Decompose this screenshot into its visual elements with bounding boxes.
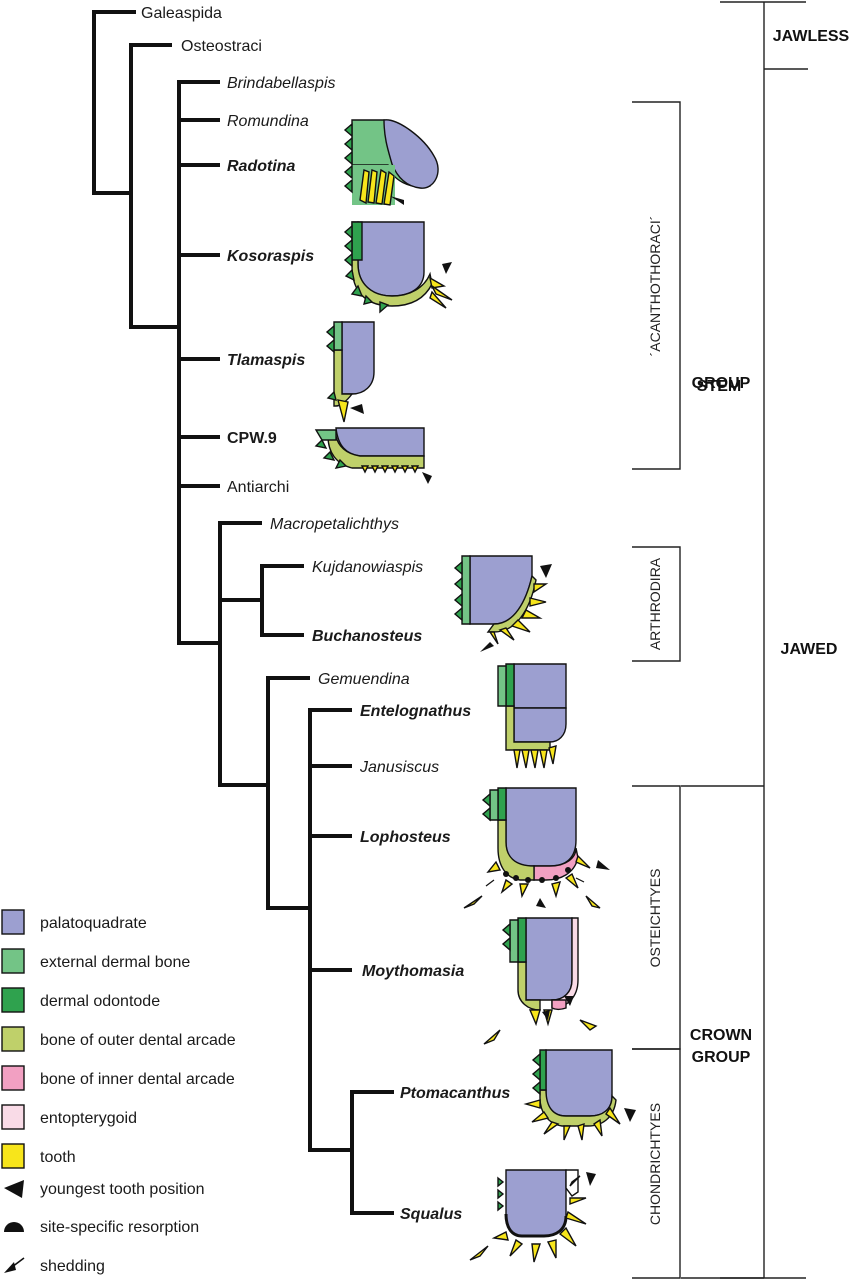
jaw-buchanosteus xyxy=(453,555,552,652)
taxon-janusiscus: Janusiscus xyxy=(359,759,439,776)
taxon-radotina: Radotina xyxy=(227,158,296,175)
jaw-lophosteus xyxy=(463,787,610,909)
bracket-acanthothoraci xyxy=(632,101,681,470)
bracket-chondrichtyes xyxy=(632,1048,681,1279)
legend-label-palatoquadrate: palatoquadrate xyxy=(40,915,147,932)
half-disc-icon xyxy=(4,1222,24,1232)
taxon-moythomasia: Moythomasia xyxy=(362,963,464,980)
taxon-galeaspida: Galeaspida xyxy=(141,5,222,22)
legend-swatch-external-dermal-bone xyxy=(1,948,25,974)
taxon-kujdanowiaspis: Kujdanowiaspis xyxy=(312,559,423,576)
legend-label-dermal-odontode: dermal odontode xyxy=(40,993,160,1010)
jaw-squalus xyxy=(469,1169,596,1263)
legend-label-resorption: site-specific resorption xyxy=(40,1219,199,1236)
jaw-kosoraspis xyxy=(343,221,453,314)
legend-swatch-inner-dental-arcade xyxy=(1,1065,25,1091)
legend-label-entopterygoid: entopterygoid xyxy=(40,1110,137,1127)
bracket-arthrodira xyxy=(632,546,681,662)
jaw-cpw9 xyxy=(314,427,432,484)
jaw-radotina xyxy=(343,119,439,206)
taxon-ptomacanthus: Ptomacanthus xyxy=(400,1085,510,1102)
legend-label-external-dermal-bone: external dermal bone xyxy=(40,954,190,971)
arrow-icon xyxy=(4,1257,25,1273)
taxon-gemuendina: Gemuendina xyxy=(318,671,410,688)
arrowhead-icon xyxy=(4,1180,24,1198)
jaw-ptomacanthus xyxy=(523,1049,636,1141)
taxon-buchanosteus: Buchanosteus xyxy=(312,628,422,645)
taxon-brindabellaspis: Brindabellaspis xyxy=(227,75,336,92)
taxon-antiarchi: Antiarchi xyxy=(227,479,289,496)
taxon-lophosteus: Lophosteus xyxy=(360,829,451,846)
group-acanthothoraci: ´ACANTHOTHORACI´ xyxy=(647,216,663,357)
legend-swatch-entopterygoid xyxy=(1,1104,25,1130)
taxon-entelognathus: Entelognathus xyxy=(360,703,471,720)
group-arthrodira: ARTHRODIRA xyxy=(647,557,663,650)
taxon-cpw9: CPW.9 xyxy=(227,430,277,447)
group-jawless: JAWLESS xyxy=(773,28,850,45)
jaw-tlamaspis xyxy=(325,321,375,423)
taxon-squalus: Squalus xyxy=(400,1206,462,1223)
group-stem-line2: GROUP xyxy=(692,375,751,392)
legend-label-outer-dental-arcade: bone of outer dental arcade xyxy=(40,1032,236,1049)
taxon-macropetalichthys: Macropetalichthys xyxy=(270,516,399,533)
group-chondrichtyes: CHONDRICHTYES xyxy=(647,1103,663,1225)
taxon-kosoraspis: Kosoraspis xyxy=(227,248,314,265)
group-crown-line2: GROUP xyxy=(692,1049,751,1066)
jaw-entelognathus xyxy=(497,663,567,769)
taxon-osteostraci: Osteostraci xyxy=(181,38,262,55)
legend-swatch-tooth xyxy=(1,1143,25,1169)
group-jawed: JAWED xyxy=(781,641,838,658)
legend-label-inner-dental-arcade: bone of inner dental arcade xyxy=(40,1071,235,1088)
group-osteichtyes: OSTEICHTYES xyxy=(647,869,663,968)
jaw-moythomasia xyxy=(483,917,598,1045)
legend: palatoquadrate external dermal bone derm… xyxy=(1,909,236,1275)
legend-swatch-palatoquadrate xyxy=(1,909,25,935)
legend-label-tooth: tooth xyxy=(40,1149,76,1166)
legend-label-youngest-tooth: youngest tooth position xyxy=(40,1181,205,1198)
group-stem-line1: STEM xyxy=(697,378,741,395)
legend-label-shedding: shedding xyxy=(40,1258,105,1275)
legend-swatch-dermal-odontode xyxy=(1,987,25,1013)
taxon-tlamaspis: Tlamaspis xyxy=(227,352,305,369)
legend-swatch-outer-dental-arcade xyxy=(1,1026,25,1052)
group-crown-line1: CROWN xyxy=(690,1027,752,1044)
taxon-romundina: Romundina xyxy=(227,113,309,130)
cladogram-tree xyxy=(92,10,394,1215)
